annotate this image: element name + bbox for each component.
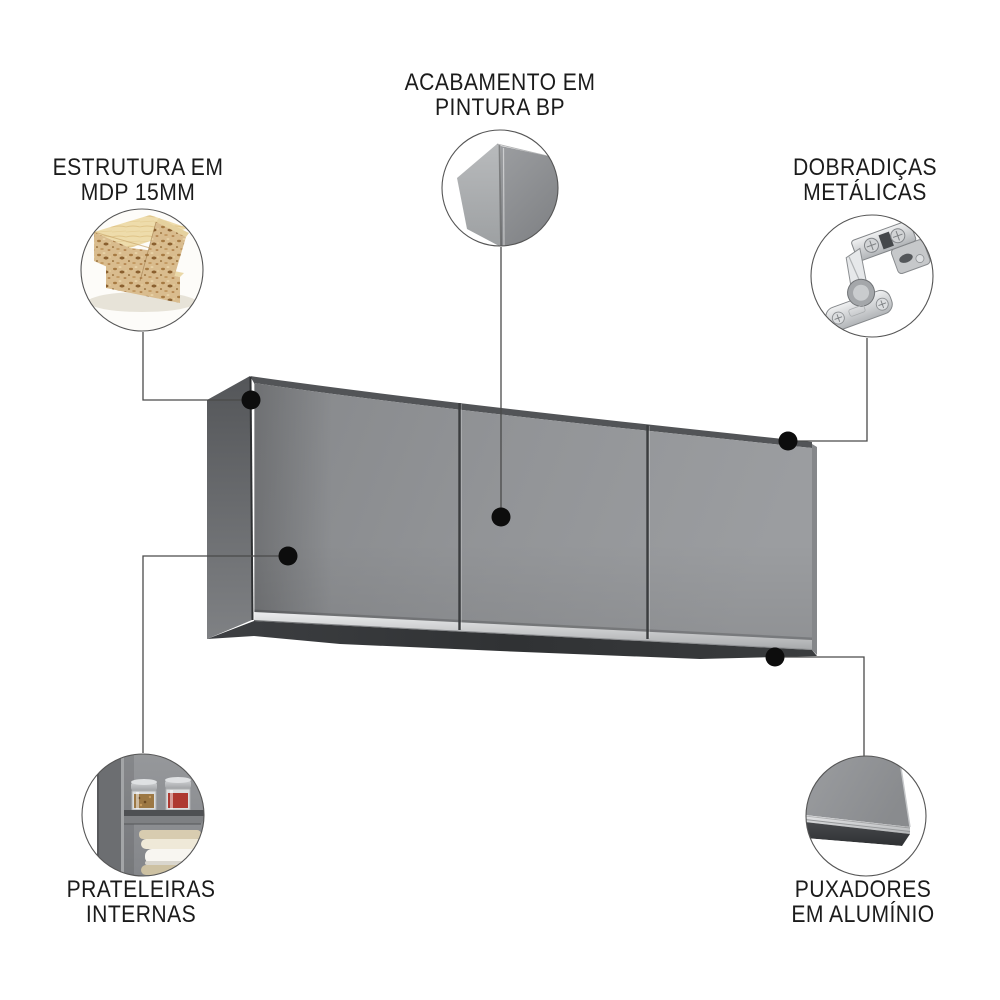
callout-label-prateleiras: PRATELEIRAS INTERNAS [27,877,256,927]
cabinet-right-edge [812,444,817,655]
leader-lines [142,247,868,756]
aluminum-handle-photo [805,755,927,877]
mdp-board-photo [80,208,204,332]
metal-hinge-photo [810,214,934,338]
callout-label-line: MDP 15MM [80,179,196,206]
cabinet-underside [207,621,817,659]
handle-strip [254,612,812,649]
callout-label-dobradicas: DOBRADIÇAS METÁLICAS [751,155,980,205]
callout-label-line: METÁLICAS [803,179,927,206]
callout-label-line: EM ALUMÍNIO [791,901,935,928]
callout-label-line: INTERNAS [85,901,197,928]
wall-cabinet [207,376,817,659]
leader-line-prateleiras [142,555,288,753]
cabinet-corner-finish-photo [441,129,559,247]
callout-label-line: ESTRUTURA EM [52,154,224,181]
leader-line-puxadores [775,656,865,756]
callout-label-line: PINTURA BP [435,94,565,121]
callout-label-line: PUXADORES [794,876,932,903]
callout-dot-puxadores [765,647,785,667]
cabinet-side-panel [207,376,252,639]
internal-shelves-photo [81,753,205,877]
callout-dots [241,390,798,667]
callout-label-estrutura: ESTRUTURA EM MDP 15MM [24,155,253,205]
callout-dot-acabamento [491,507,511,527]
callout-dot-dobradicas [778,431,798,451]
callout-dot-prateleiras [278,546,298,566]
callout-label-line: PRATELEIRAS [66,876,216,903]
callout-label-line: ACABAMENTO EM [404,69,596,96]
cabinet-top-edge [250,376,812,448]
callout-dot-estrutura [241,390,261,410]
callout-label-line: DOBRADIÇAS [792,154,938,181]
leader-line-estrutura [142,332,251,401]
leader-line-dobradicas [788,338,868,442]
callout-label-acabamento: ACABAMENTO EM PINTURA BP [386,70,615,120]
callout-label-puxadores: PUXADORES EM ALUMÍNIO [749,877,978,927]
